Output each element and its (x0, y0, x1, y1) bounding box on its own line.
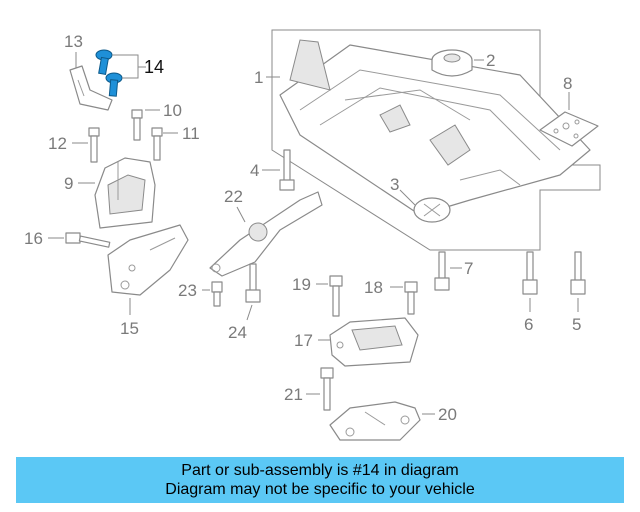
callout-12: 12 (48, 134, 67, 153)
bolt-21[interactable] (320, 367, 334, 411)
callout-1: 1 (254, 68, 263, 87)
callout-19: 19 (292, 275, 311, 294)
bolt-4[interactable] (279, 149, 295, 191)
bolt-24[interactable] (245, 263, 261, 303)
bushing-2[interactable] (431, 49, 473, 77)
callout-13: 13 (64, 32, 83, 51)
callout-8: 8 (563, 74, 572, 93)
subframe-assembly[interactable] (271, 29, 601, 251)
callout-18: 18 (364, 278, 383, 297)
parts-diagram: 1 2 3 4 5 6 7 8 9 10 11 12 13 14 15 16 1… (24, 29, 601, 441)
callout-5: 5 (572, 315, 581, 334)
bolt-14-highlighted[interactable] (95, 49, 146, 97)
callout-11: 11 (182, 124, 200, 143)
callout-9: 9 (64, 174, 73, 193)
callout-24: 24 (228, 323, 247, 342)
bolt-16[interactable] (65, 232, 111, 248)
bolt-11[interactable] (151, 127, 163, 161)
leader-lines (48, 52, 579, 415)
callout-7: 7 (464, 259, 473, 278)
callout-15: 15 (120, 319, 139, 338)
callout-6: 6 (524, 315, 533, 334)
callout-22: 22 (224, 187, 243, 206)
mount-bracket-15[interactable] (107, 224, 189, 296)
bolt-19[interactable] (329, 275, 343, 317)
bolt-18[interactable] (404, 281, 418, 315)
callout-4: 4 (250, 161, 259, 180)
plate-8[interactable] (539, 111, 599, 147)
bolt-12[interactable] (88, 127, 100, 163)
callout-21: 21 (284, 385, 303, 404)
callout-23: 23 (178, 281, 197, 300)
engine-mount-9[interactable] (94, 157, 156, 229)
callout-20: 20 (438, 405, 457, 424)
bracket-20[interactable] (329, 401, 421, 441)
bolt-5[interactable] (570, 251, 586, 295)
callout-14: 14 (144, 57, 164, 77)
callout-2: 2 (486, 51, 495, 70)
bracket-13[interactable] (69, 65, 113, 111)
callout-17: 17 (294, 331, 313, 350)
callout-3: 3 (390, 175, 399, 194)
bolt-10[interactable] (131, 109, 143, 141)
bolt-23[interactable] (211, 281, 223, 307)
bolt-7[interactable] (434, 251, 450, 291)
transmission-mount-17[interactable] (329, 317, 419, 367)
bushing-3[interactable] (413, 197, 451, 223)
callout-10: 10 (163, 101, 182, 120)
bolt-6[interactable] (522, 251, 538, 295)
banner-line-2: Diagram may not be specific to your vehi… (165, 481, 475, 498)
callout-16: 16 (24, 229, 43, 248)
torque-rod-22[interactable] (209, 191, 323, 277)
info-banner: Part or sub-assembly is #14 in diagram D… (16, 457, 624, 503)
banner-line-1: Part or sub-assembly is #14 in diagram (181, 462, 459, 479)
